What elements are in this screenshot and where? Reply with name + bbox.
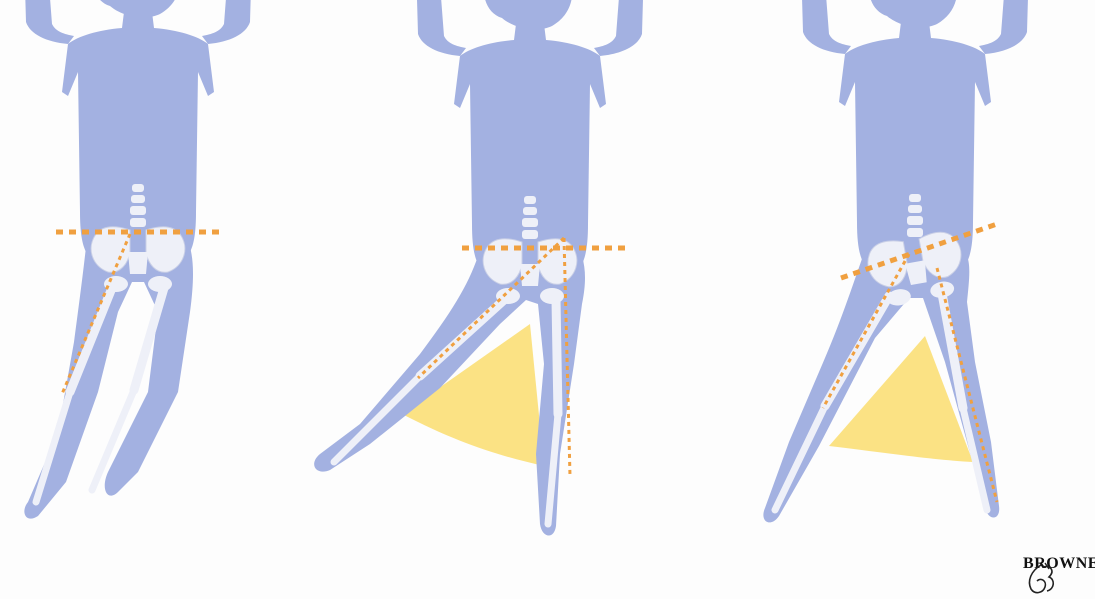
illustration: BROWNE xyxy=(0,0,1095,577)
figure-neutral-pose xyxy=(24,0,253,519)
figure-both-legs-abducted-pelvis-tilted xyxy=(763,0,1029,522)
figure-canvas xyxy=(0,0,1095,577)
signature-icon xyxy=(1021,561,1061,599)
figure-single-leg-abducted xyxy=(314,0,644,536)
publisher-logo: BROWNE xyxy=(1021,561,1095,573)
